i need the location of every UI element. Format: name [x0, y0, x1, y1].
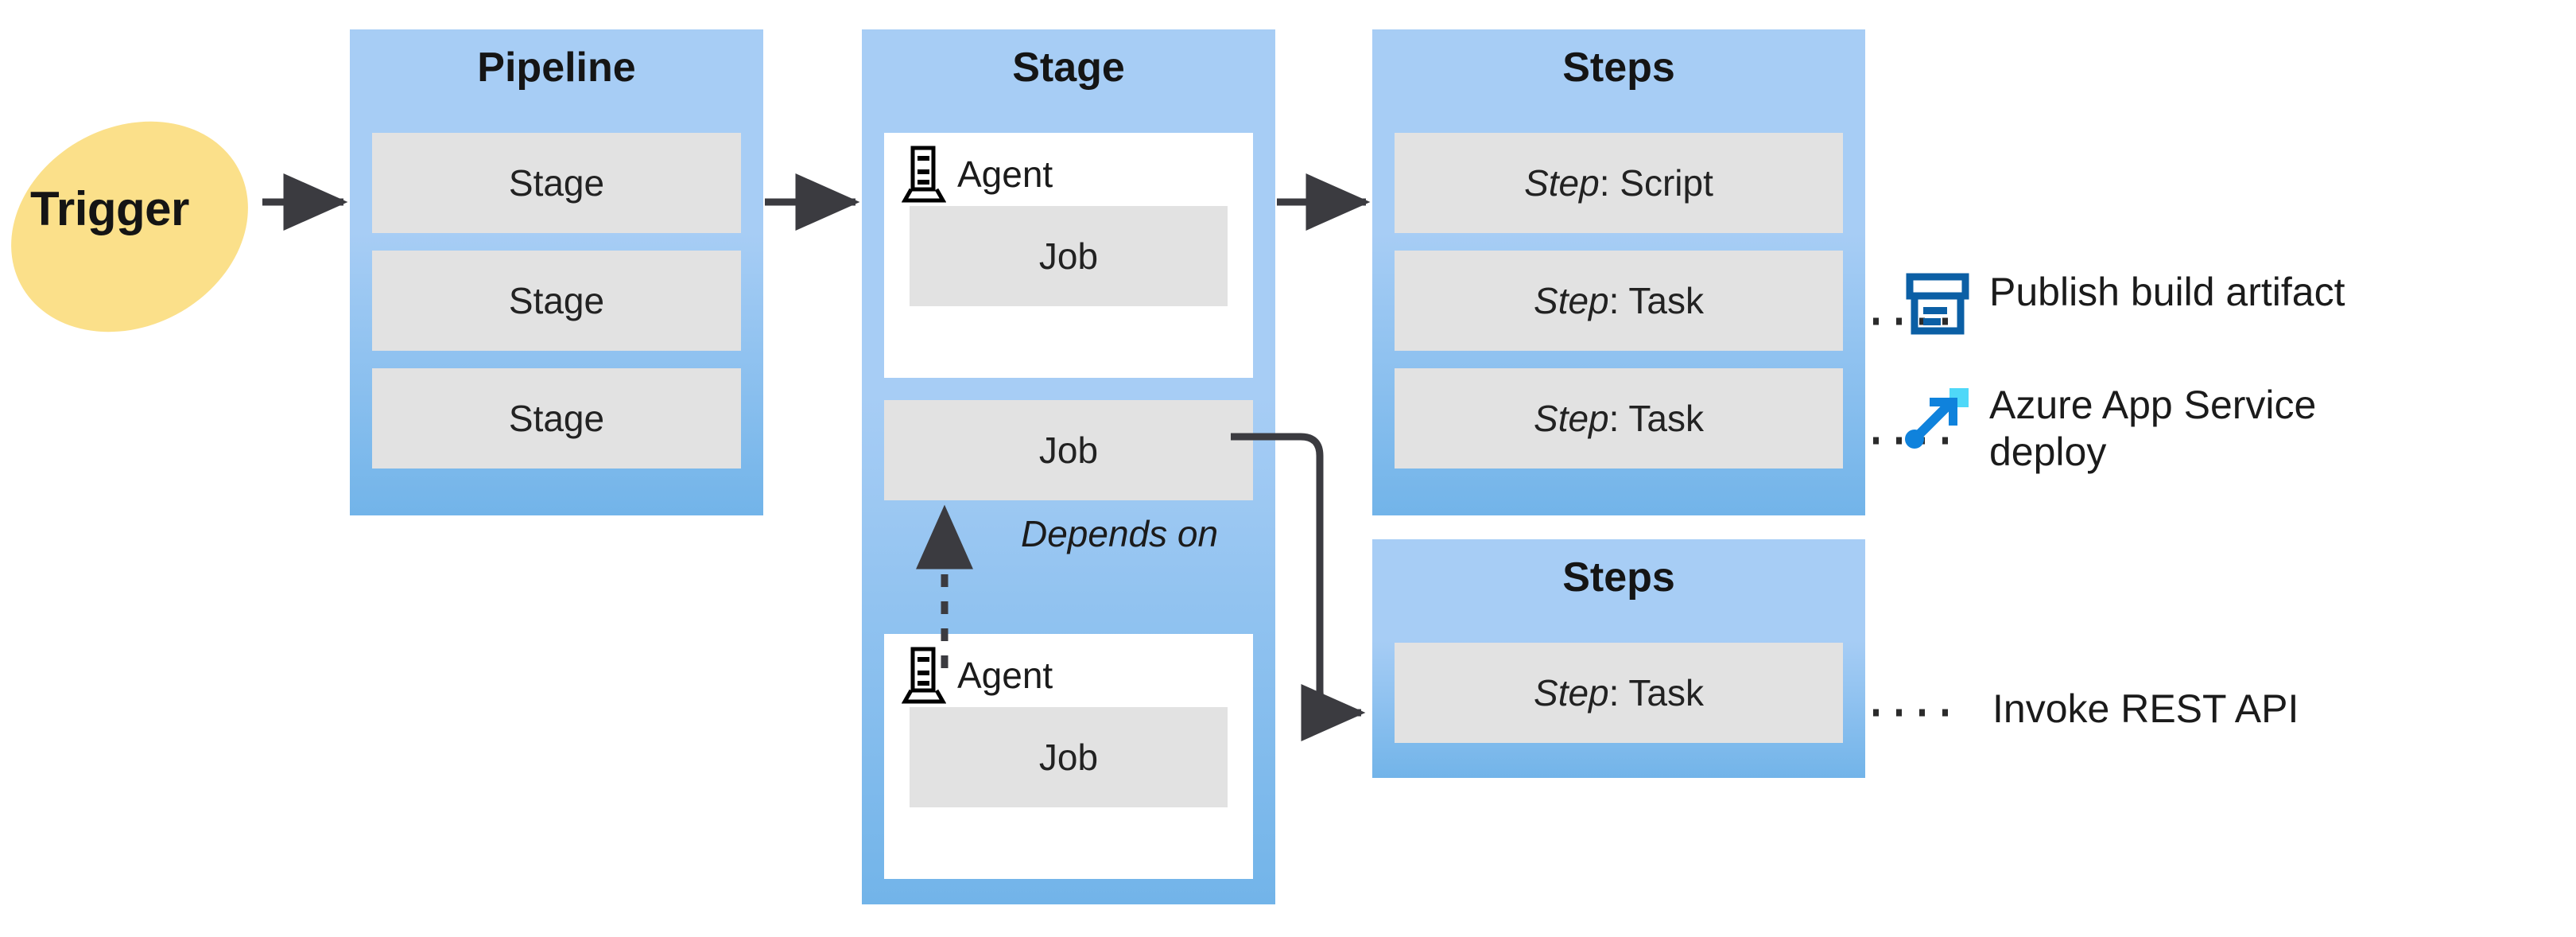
step-name: Script [1620, 162, 1713, 204]
step-name: Task [1628, 672, 1704, 713]
agent-label-2: Agent [957, 655, 1053, 696]
stage-container: Stage Agent Job Job Depends on [862, 29, 1275, 904]
pipeline-stage-label-1: Stage [508, 162, 605, 204]
pipeline-stage-card-2[interactable]: Stage [372, 251, 741, 351]
step-sep: : [1599, 162, 1620, 204]
azure-app-service-deploy-icon [1905, 388, 1969, 449]
trigger-label: Trigger [30, 182, 189, 235]
step-keyword: Step [1524, 162, 1600, 204]
legend-label-azure-app-service-deploy: Azure App Service deploy [1989, 383, 2317, 474]
agent-job-card-2[interactable]: Job [910, 707, 1228, 807]
step-card-task-1[interactable]: Step: Task [1395, 251, 1843, 351]
step-sep: : [1608, 672, 1629, 713]
agent-job-label-2: Job [1038, 737, 1099, 778]
step-card-task-3[interactable]: Step: Task [1395, 643, 1843, 743]
agent-job-card-1[interactable]: Job [910, 206, 1228, 306]
legend-label-invoke-rest-api: Invoke REST API [1992, 686, 2299, 731]
stage-standalone-job-label: Job [1038, 430, 1099, 471]
pipeline-stage-label-3: Stage [508, 398, 605, 439]
step-name: Task [1628, 398, 1704, 439]
step-keyword: Step [1534, 398, 1609, 439]
pipeline-stage-card-3[interactable]: Stage [372, 368, 741, 468]
step-label-task-3: Step: Task [1534, 671, 1704, 714]
step-keyword: Step [1534, 280, 1609, 321]
step-name: Task [1628, 280, 1704, 321]
steps-title-2: Steps [1562, 554, 1675, 601]
step-label-script: Step: Script [1524, 161, 1713, 204]
step-sep: : [1608, 398, 1629, 439]
agent-server-icon [902, 146, 946, 203]
pipeline-stage-label-2: Stage [508, 280, 605, 321]
agent-job-label-1: Job [1038, 235, 1099, 277]
agent-card-1[interactable]: Agent Job [884, 133, 1253, 378]
step-label-task-1: Step: Task [1534, 279, 1704, 322]
legend-item-invoke-rest-api[interactable]: Invoke REST API [1975, 686, 2299, 733]
pipeline-stage-card-1[interactable]: Stage [372, 133, 741, 233]
publish-build-artifact-icon [1906, 273, 1969, 335]
legend-label-publish-build-artifact: Publish build artifact [1989, 270, 2345, 314]
depends-on-label: Depends on [1021, 513, 1219, 554]
steps-title-1: Steps [1562, 45, 1675, 91]
step-label-task-2: Step: Task [1534, 397, 1704, 440]
agent-row-1: Agent [902, 146, 1053, 203]
stage-title: Stage [1012, 45, 1125, 91]
pipeline-title: Pipeline [477, 45, 636, 91]
steps-container-1: Steps Step: Script Step: Task Step: Task [1372, 29, 1865, 515]
agent-row-2: Agent [902, 647, 1053, 704]
steps-container-2: Steps Step: Task [1372, 539, 1865, 778]
legend-item-azure-app-service-deploy[interactable]: Azure App Service deploy [1903, 382, 2316, 476]
step-keyword: Step [1534, 672, 1609, 713]
agent-label-1: Agent [957, 154, 1053, 195]
agent-card-2[interactable]: Agent Job [884, 634, 1253, 879]
stage-standalone-job-card[interactable]: Job [884, 400, 1253, 500]
pipeline-container: Pipeline Stage Stage Stage [350, 29, 763, 515]
step-card-script[interactable]: Step: Script [1395, 133, 1843, 233]
step-card-task-2[interactable]: Step: Task [1395, 368, 1843, 468]
step-sep: : [1608, 280, 1629, 321]
agent-server-icon [902, 647, 946, 704]
legend-item-publish-build-artifact[interactable]: Publish build artifact [1903, 269, 2345, 337]
